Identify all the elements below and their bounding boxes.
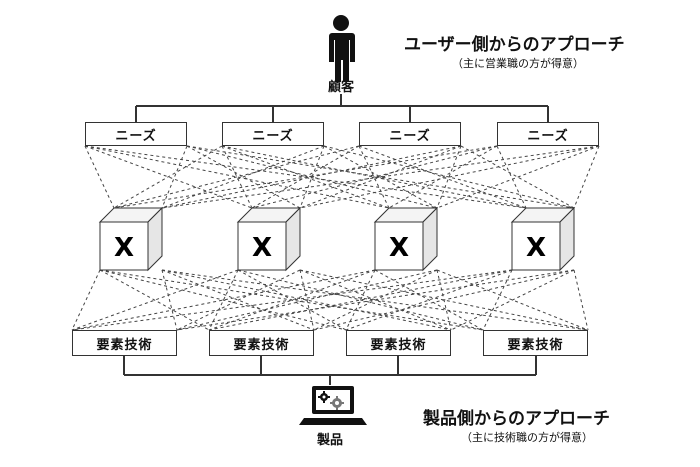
product-approach-title: 製品側からのアプローチ <box>423 409 610 429</box>
solution-cube-label: X <box>114 233 134 263</box>
needs-box: ニーズ <box>497 122 599 146</box>
person-icon <box>329 15 355 82</box>
solution-cube: X <box>510 206 576 272</box>
solution-cube: X <box>373 206 439 272</box>
solution-cube-label: X <box>526 233 546 263</box>
solution-cube-label: X <box>389 233 409 263</box>
solution-cube-label: X <box>252 233 272 263</box>
solution-cube: X <box>98 206 164 272</box>
solution-cube: X <box>236 206 302 272</box>
needs-box: ニーズ <box>85 122 187 146</box>
user-approach-title: ユーザー側からのアプローチ <box>404 35 625 55</box>
top-bus <box>135 94 549 122</box>
needs-box: ニーズ <box>359 122 461 146</box>
needs-to-solution-links <box>84 145 600 209</box>
product-label: 製品 <box>316 433 343 448</box>
solution-to-element-links <box>71 269 589 331</box>
customer-label: 顧客 <box>327 80 354 95</box>
laptop-gear-icon <box>299 386 367 425</box>
needs-box: ニーズ <box>222 122 324 146</box>
user-approach-note: （主に営業職の方が得意） <box>452 57 584 70</box>
bottom-bus <box>123 356 537 385</box>
element-tech-box: 要素技術 <box>346 330 451 356</box>
element-tech-box: 要素技術 <box>209 330 314 356</box>
product-approach-note: （主に技術職の方が得意） <box>461 431 593 444</box>
element-tech-box: 要素技術 <box>72 330 177 356</box>
element-tech-box: 要素技術 <box>483 330 588 356</box>
